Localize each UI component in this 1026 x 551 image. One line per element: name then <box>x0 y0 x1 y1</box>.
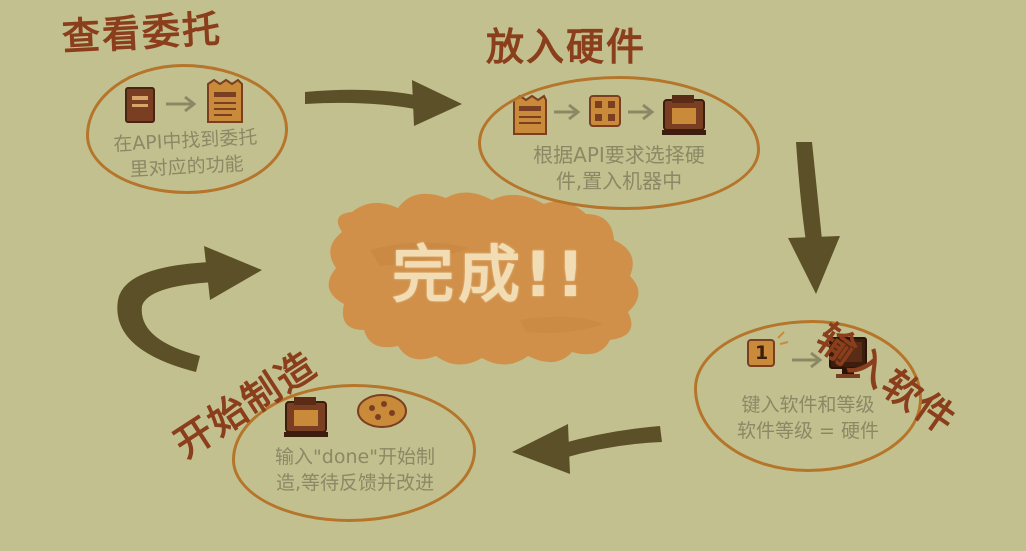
step4-desc-line2: 造,等待反馈并改进 <box>275 472 435 494</box>
step2-desc-line2: 件,置入机器中 <box>555 169 683 193</box>
step2-title: 放入硬件 <box>486 25 647 69</box>
step2-description: 根据API要求选择硬 件,置入机器中 <box>486 142 752 194</box>
flow-arrow-2 <box>788 142 840 294</box>
step4-desc-line1: 输入"done"开始制 <box>275 446 435 468</box>
step1-title: 查看委托 <box>60 6 224 60</box>
center-blob <box>328 192 639 365</box>
step2-bubble <box>478 76 760 210</box>
level-digit: 1 <box>755 342 769 364</box>
flow-arrow-3 <box>512 424 662 474</box>
step4-description: 输入"done"开始制 造,等待反馈并改进 <box>244 444 466 496</box>
step3-bubble <box>694 320 922 472</box>
step3-desc-line1: 键入软件和等级 <box>741 394 875 416</box>
step4-bubble <box>232 384 476 522</box>
step1-bubble <box>86 64 288 194</box>
step3-desc-line2: 软件等级 = 硬件 <box>737 420 879 442</box>
center-label: 完成!! <box>392 238 589 311</box>
step3-description: 键入软件和等级 软件等级 = 硬件 <box>708 392 908 444</box>
flow-arrow-4 <box>117 246 262 372</box>
flow-arrow-1 <box>305 80 462 126</box>
step1-description: 在API中找到委托 里对应的功能 <box>95 123 277 184</box>
step2-desc-line1: 根据API要求选择硬 <box>533 143 705 167</box>
